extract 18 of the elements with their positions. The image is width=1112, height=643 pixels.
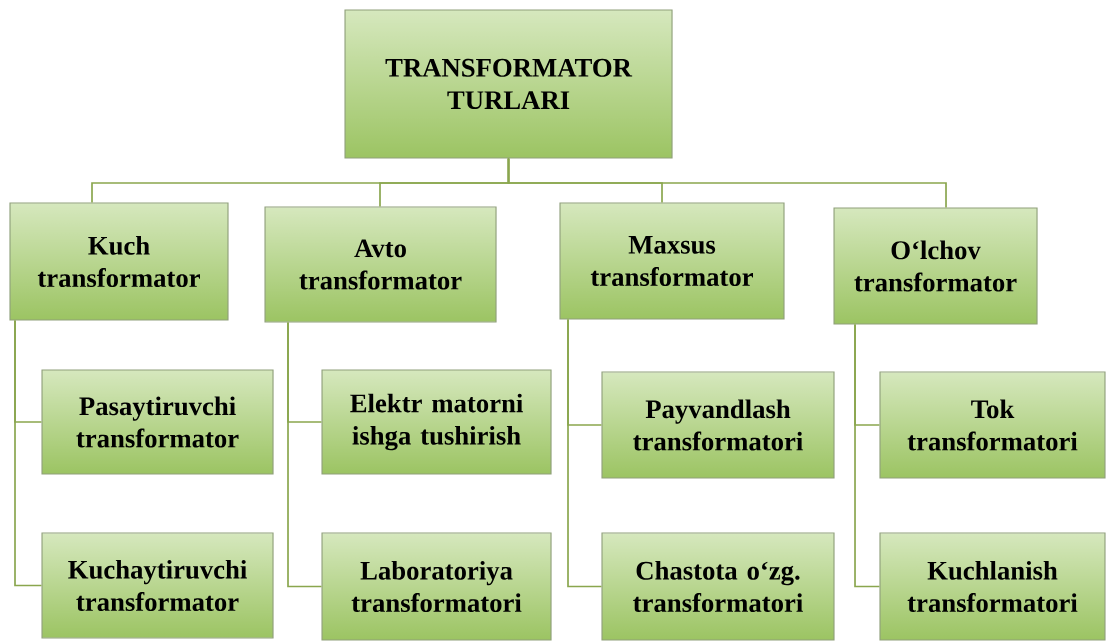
connector-line: [854, 323, 881, 588]
category-box: Pasaytiruvchi transformator: [41, 369, 274, 475]
connector-line: [14, 319, 43, 587]
category-box: Kuch transformator: [9, 202, 229, 321]
category-box: Elektr matorni ishga tushirish: [321, 369, 552, 475]
category-box: Payvandlash transformatori: [601, 371, 835, 479]
category-box: Chastota o‘zg. transformatori: [601, 532, 835, 641]
connector-line: [287, 321, 323, 588]
category-box: O‘lchov transformator: [833, 207, 1038, 325]
category-box: Maxsus transformator: [559, 202, 785, 320]
category-box: Kuchaytiruvchi transformator: [41, 532, 274, 639]
category-box: Laboratoriya transformatori: [321, 532, 552, 641]
category-box: TRANSFORMATOR TURLARI: [344, 9, 673, 159]
category-box: Avto transformator: [264, 206, 497, 323]
connector-line: [567, 318, 603, 588]
category-box: Kuchlanish transformatori: [879, 532, 1106, 641]
connector-line: [507, 157, 947, 209]
category-box: Tok transformatori: [879, 371, 1106, 479]
